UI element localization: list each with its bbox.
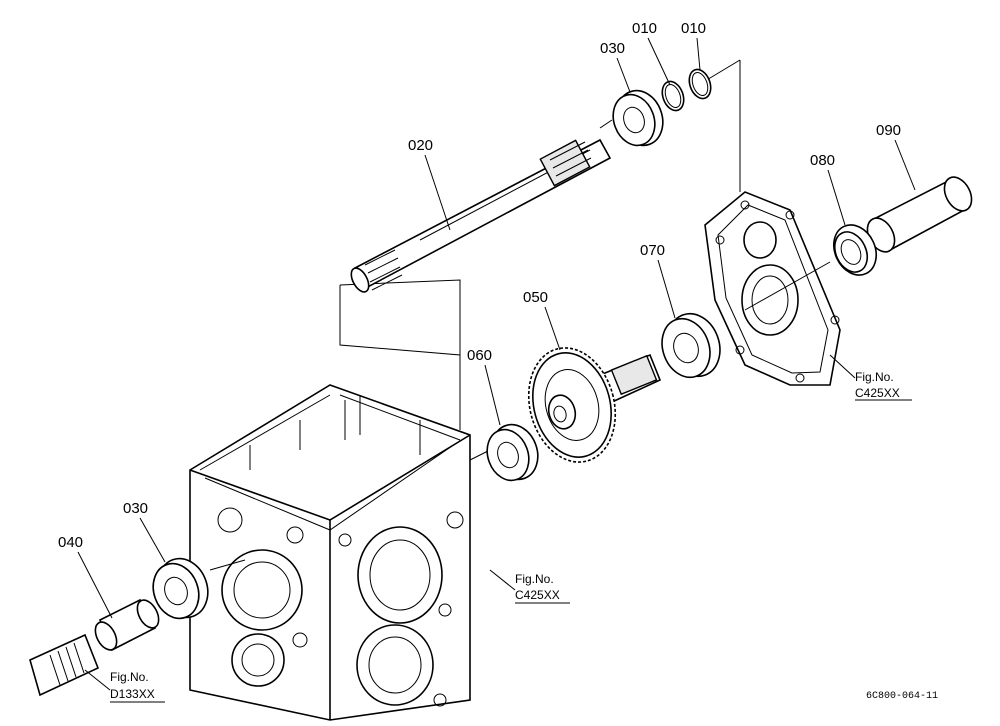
transmission-case [189, 384, 471, 721]
input-shaft [29, 633, 100, 697]
label-010-b: 010 [681, 20, 706, 37]
label-060: 060 [467, 347, 492, 364]
label-090: 090 [876, 122, 901, 139]
label-070: 070 [640, 242, 665, 259]
fig-ref-left-code: D133XX [110, 687, 155, 701]
shaft-020 [350, 138, 612, 293]
label-030-lower: 030 [123, 500, 148, 517]
label-080: 080 [810, 152, 835, 169]
fig-ref-right-title: Fig.No. [855, 370, 894, 384]
sleeve-090 [866, 176, 973, 253]
oil-seal-080 [833, 224, 877, 276]
bearing-030-lower [152, 557, 209, 620]
drawing-code: 6C800-064-11 [866, 691, 938, 702]
leader-lines [77, 37, 916, 703]
label-010-a: 010 [632, 20, 657, 37]
bearing-060 [486, 423, 539, 482]
o-ring-010 [661, 68, 712, 112]
bearing-030-top [612, 89, 664, 147]
fig-ref-left-title: Fig.No. [110, 670, 149, 684]
fig-ref-mid-code: C425XX [515, 588, 560, 602]
label-050: 050 [523, 289, 548, 306]
fig-ref-right-code: C425XX [855, 386, 900, 400]
right-cover-plate [704, 191, 841, 386]
gear-050 [527, 347, 662, 463]
sleeve-040 [94, 598, 160, 652]
label-020: 020 [408, 137, 433, 154]
fig-ref-mid-title: Fig.No. [515, 572, 554, 586]
bearing-070 [661, 312, 721, 379]
label-040: 040 [58, 534, 83, 551]
label-030-top: 030 [600, 40, 625, 57]
